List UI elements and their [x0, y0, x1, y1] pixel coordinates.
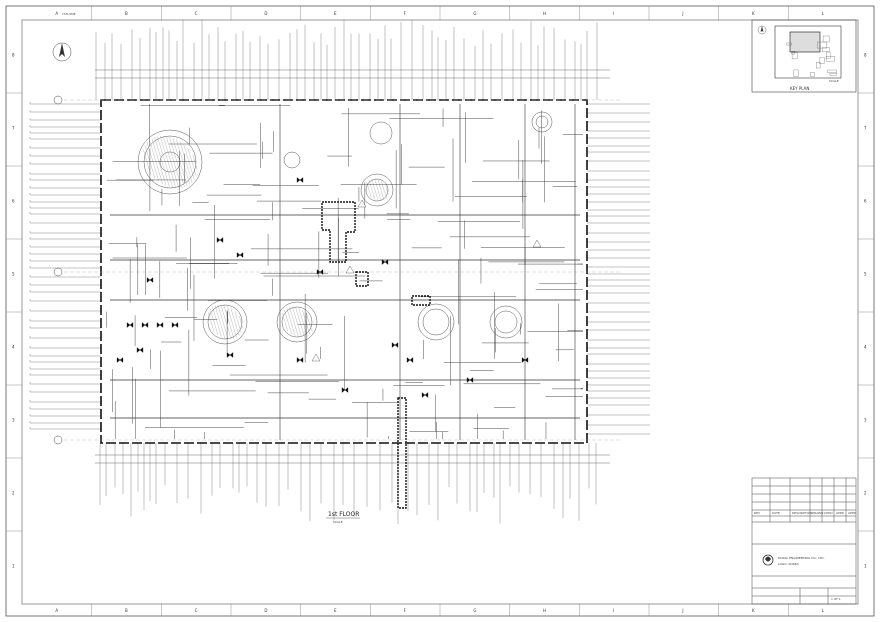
column-label: G — [473, 11, 476, 16]
valve-symbols — [116, 177, 542, 398]
row-label: 5 — [12, 272, 15, 277]
key-plan-title: KEY PLAN — [790, 86, 809, 91]
tank-6 — [489, 305, 523, 339]
column-labels-bottom: A B C D E F G H I J K L — [55, 608, 824, 613]
column-label: D — [264, 11, 267, 16]
piping-network — [106, 104, 583, 440]
column-label: A — [55, 11, 58, 16]
row-label: 7 — [12, 126, 15, 131]
row-label: 2 — [12, 491, 15, 496]
title-block — [751, 477, 857, 605]
company-name: DURAL ENGINEERING CO., LTD. — [778, 556, 825, 560]
grid-bubbles — [53, 95, 63, 445]
sheet-number: 1 OF 1 — [831, 597, 841, 601]
row-label: 2 — [864, 491, 867, 496]
revision-header: APPD — [848, 511, 857, 515]
tank-2 — [202, 299, 248, 345]
dimension-line-bottom — [95, 454, 610, 464]
highlighted-duct — [321, 201, 431, 509]
column-labels-top: A B C D E F G H I J K L — [55, 11, 824, 16]
tank-1 — [137, 129, 203, 195]
row-label: 4 — [864, 345, 867, 350]
row-label: 5 — [864, 272, 867, 277]
company-sub: LOGO, KOREA — [778, 562, 800, 566]
floor-title: 1st FLOOR — [328, 511, 359, 518]
column-label: H — [543, 11, 546, 16]
outer-border — [5, 5, 875, 617]
column-label: G — [473, 608, 476, 613]
column-label: C — [195, 11, 198, 16]
row-label: 1 — [864, 564, 867, 569]
tank-4 — [360, 173, 394, 207]
column-label: K — [752, 608, 755, 613]
row-label: 3 — [864, 418, 867, 423]
revision-header: CHKD — [824, 511, 833, 515]
column-label: L — [822, 608, 825, 613]
key-plan: SCALE KEY PLAN — [751, 19, 857, 93]
tank-9 — [283, 151, 301, 169]
row-label: 6 — [864, 199, 867, 204]
column-label: E — [334, 11, 337, 16]
company-logo-icon — [762, 554, 774, 566]
row-label: 4 — [12, 345, 15, 350]
row-label: 8 — [864, 53, 867, 58]
column-label: I — [613, 11, 614, 16]
column-label: F — [404, 11, 407, 16]
column-label: J — [681, 608, 683, 613]
column-label: B — [125, 608, 128, 613]
inner-border — [21, 19, 859, 605]
row-label: 7 — [864, 126, 867, 131]
revision-header: APPD — [836, 511, 845, 515]
plan-grid-lines — [58, 99, 620, 441]
row-labels-left: 8 7 6 5 4 3 2 1 — [12, 53, 15, 569]
key-plan-highlight — [789, 31, 821, 53]
key-plan-note: SCALE — [829, 79, 839, 83]
revision-header: DATE — [772, 511, 780, 515]
row-label: 1 — [12, 564, 15, 569]
row-label: 8 — [12, 53, 15, 58]
tank-8 — [369, 121, 393, 145]
column-label: H — [543, 608, 546, 613]
callout-leaders — [29, 19, 650, 524]
equipment-tanks — [137, 111, 553, 345]
tank-hatching — [143, 135, 389, 340]
column-label: B — [125, 11, 128, 16]
revision-header: DRAWN — [812, 511, 823, 515]
revision-header: DESCRIPTION — [792, 511, 812, 515]
column-ticks — [6, 6, 874, 616]
column-label: D — [264, 608, 267, 613]
tank-7 — [531, 111, 553, 133]
tank-3 — [276, 301, 318, 343]
column-label: K — [752, 11, 755, 16]
column-label: E — [334, 608, 337, 613]
sheet-reference: YSH-0ME — [62, 12, 76, 16]
key-plan-outline — [774, 25, 842, 79]
floor-scale: SCALE — [333, 520, 343, 524]
column-label: L — [822, 11, 825, 16]
north-arrow-icon — [52, 42, 72, 62]
dimension-line-top — [95, 69, 610, 79]
row-label: 3 — [12, 418, 15, 423]
column-label: I — [613, 608, 614, 613]
column-label: F — [404, 608, 407, 613]
column-label: A — [55, 608, 58, 613]
column-label: J — [681, 11, 683, 16]
tank-5 — [417, 303, 455, 341]
revision-header: REV — [754, 511, 761, 515]
north-arrow-small-icon — [757, 25, 767, 35]
column-label: C — [195, 608, 198, 613]
row-label: 6 — [12, 199, 15, 204]
row-labels-right: 8 7 6 5 4 3 2 1 — [864, 53, 867, 569]
